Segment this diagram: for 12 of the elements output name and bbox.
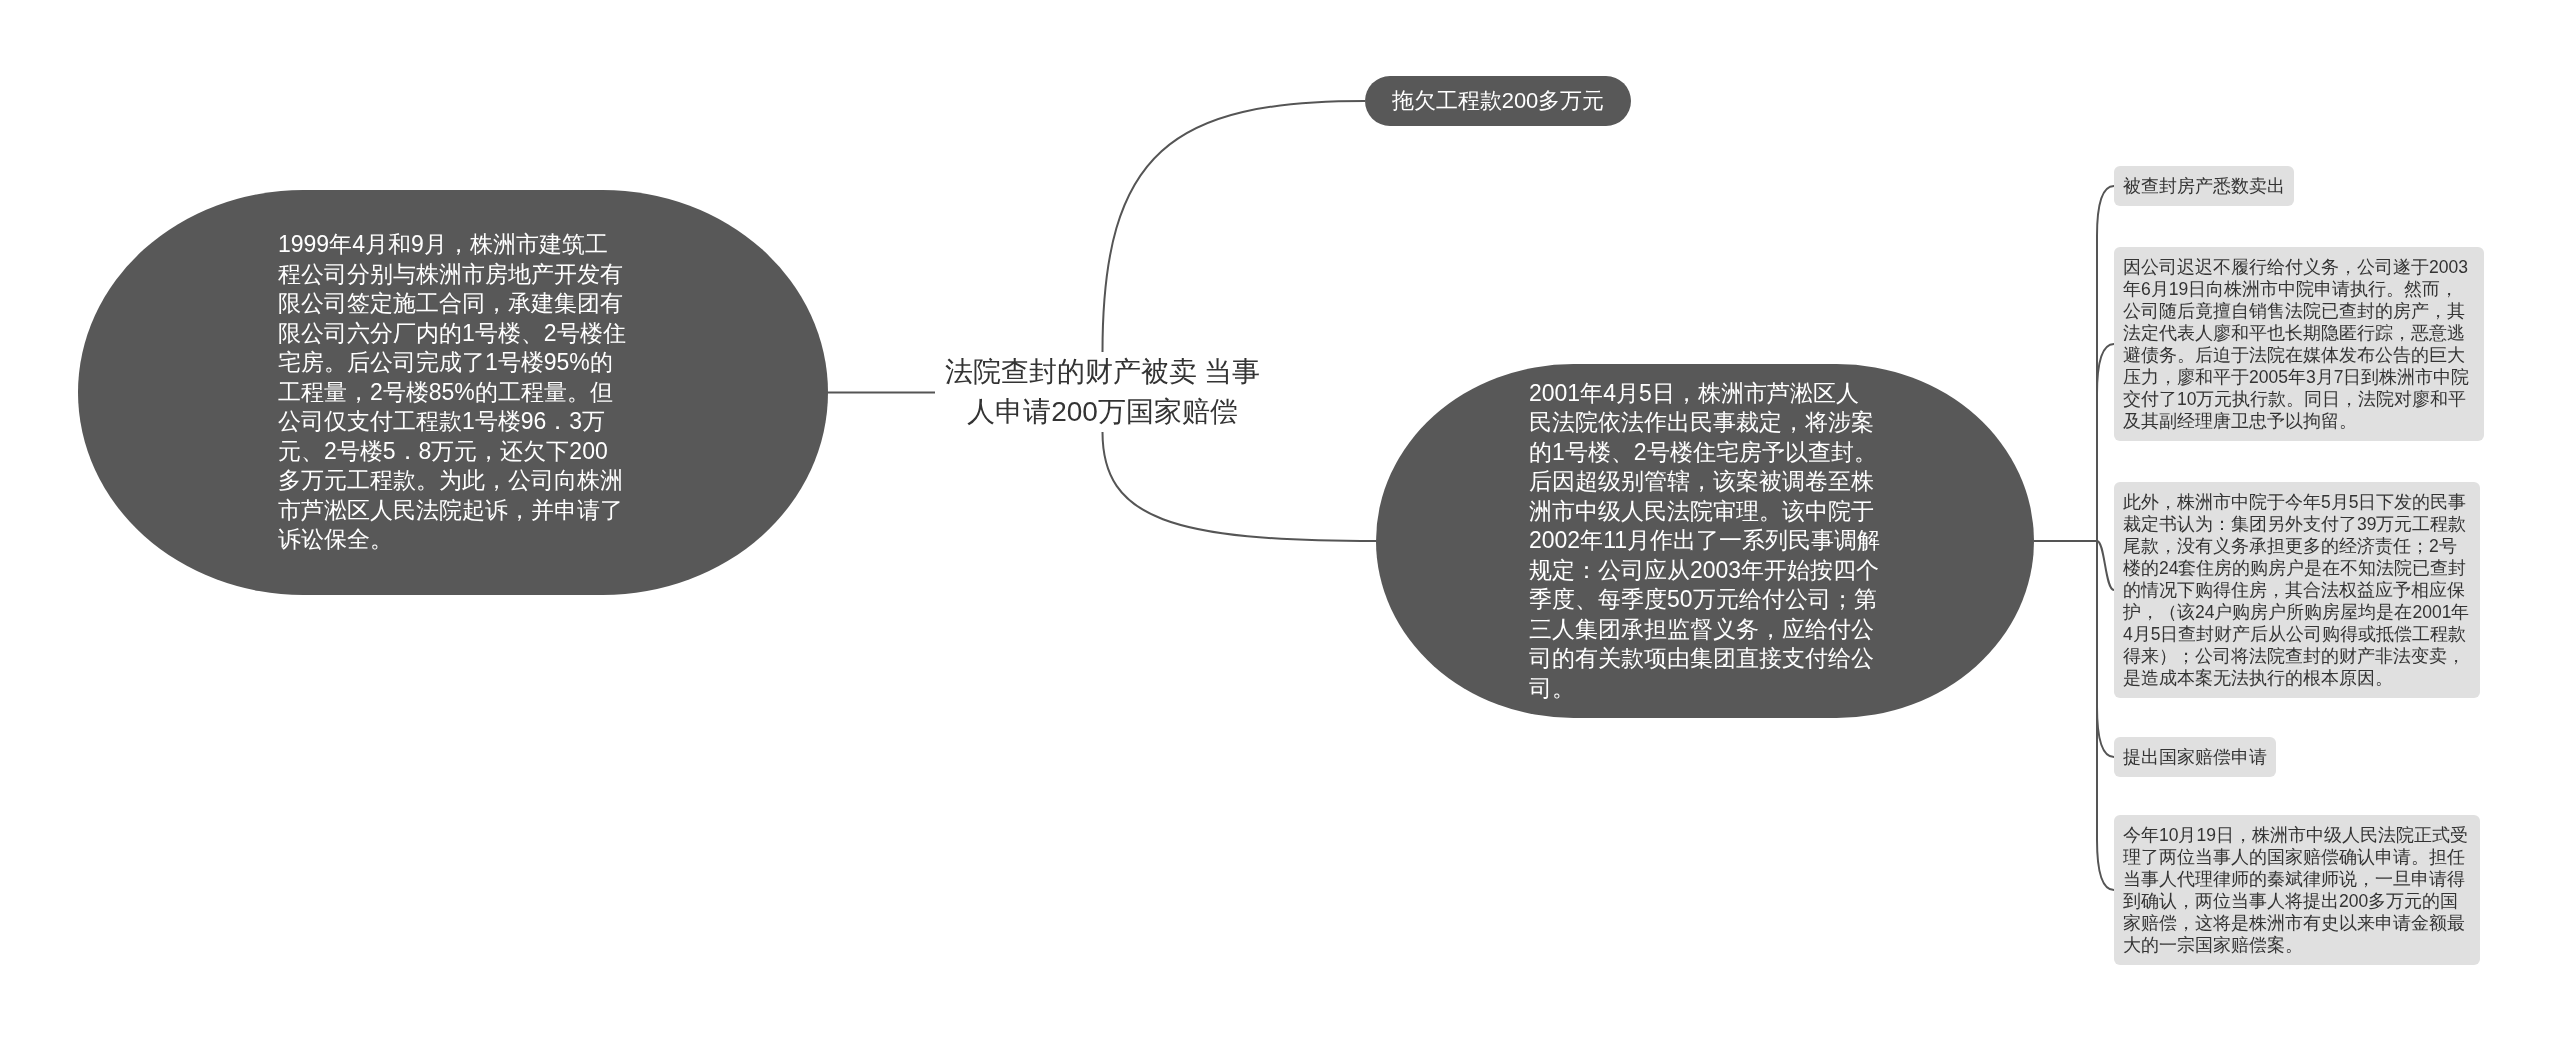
subtopic-pill: 拖欠工程款200多万元 (1365, 76, 1631, 126)
note-box: 此外，株洲市中院于今年5月5日下发的民事裁定书认为：集团另外支付了39万元工程款尾款，没有义务承担更多的经济责任；2号楼的24套住房的购房户是在不知法院已查封的情况下购得住房，其合法权益应予相应保护，（该24户购房户所购房屋均是在2001年4月5日查封财产后从公司购得或抵偿工程款得来）；公司将法院查封的财产非法变卖，是造成本案无法执行的根本原因。 (2114, 482, 2480, 698)
note-box: 因公司迟迟不履行给付义务，公司遂于2003年6月19日向株洲市中院申请执行。然而，公司随后竟擅自销售法院已查封的房产，其法定代表人廖和平也长期隐匿行踪，恶意逃避债务。后迫于法院在媒体发布公告的巨大压力，廖和平于2005年3月7日到株洲市中院交付了10万元执行款。同日，法院对廖和平及其副经理唐卫忠予以拘留。 (2114, 247, 2484, 441)
connector-line (1101, 100, 1366, 353)
topic-text: 1999年4月和9月，株洲市建筑工程公司分别与株洲市房地产开发有限公司签定施工合同，承建集团有限公司六分厂内的1号楼、2号楼住宅房。后公司完成了1号楼95%的工程量，2号楼85%的工程量。但公司仅支付工程款1号楼96．3万元、2号楼5．8万元，还欠下200多万元工程款。为此，公司向株洲市芦淞区人民法院起诉，并申请了诉讼保全。 (278, 230, 627, 555)
note-box: 提出国家赔偿申请 (2114, 737, 2276, 777)
connector-line (1101, 431, 1377, 542)
topic-text: 2001年4月5日，株洲市芦淞区人民法院依法作出民事裁定，将涉案的1号楼、2号楼住宅房予以查封。后因超级别管辖，该案被调卷至株洲市中级人民法院审理。该中院于2002年11月作出了一系列民事调解规定：公司应从2003年开始按四个季度、每季度50万元给付公司；第三人集团承担监督义务，应给付公司的有关款项由集团直接支付给公司。 (1529, 378, 1881, 703)
note-box: 被查封房产悉数卖出 (2114, 166, 2294, 206)
topic-title: 法院查封的财产被卖 当事人申请200万国家赔偿 (935, 352, 1270, 432)
note-box: 今年10月19日，株洲市中级人民法院正式受理了两位当事人的国家赔偿确认申请。担任当事人代理律师的秦斌律师说，一旦申请得到确认，两位当事人将提出200多万元的国家赔偿，这将是株洲市有史以来申请金额最大的一宗国家赔偿案。 (2114, 815, 2480, 965)
connector-line (827, 391, 936, 394)
